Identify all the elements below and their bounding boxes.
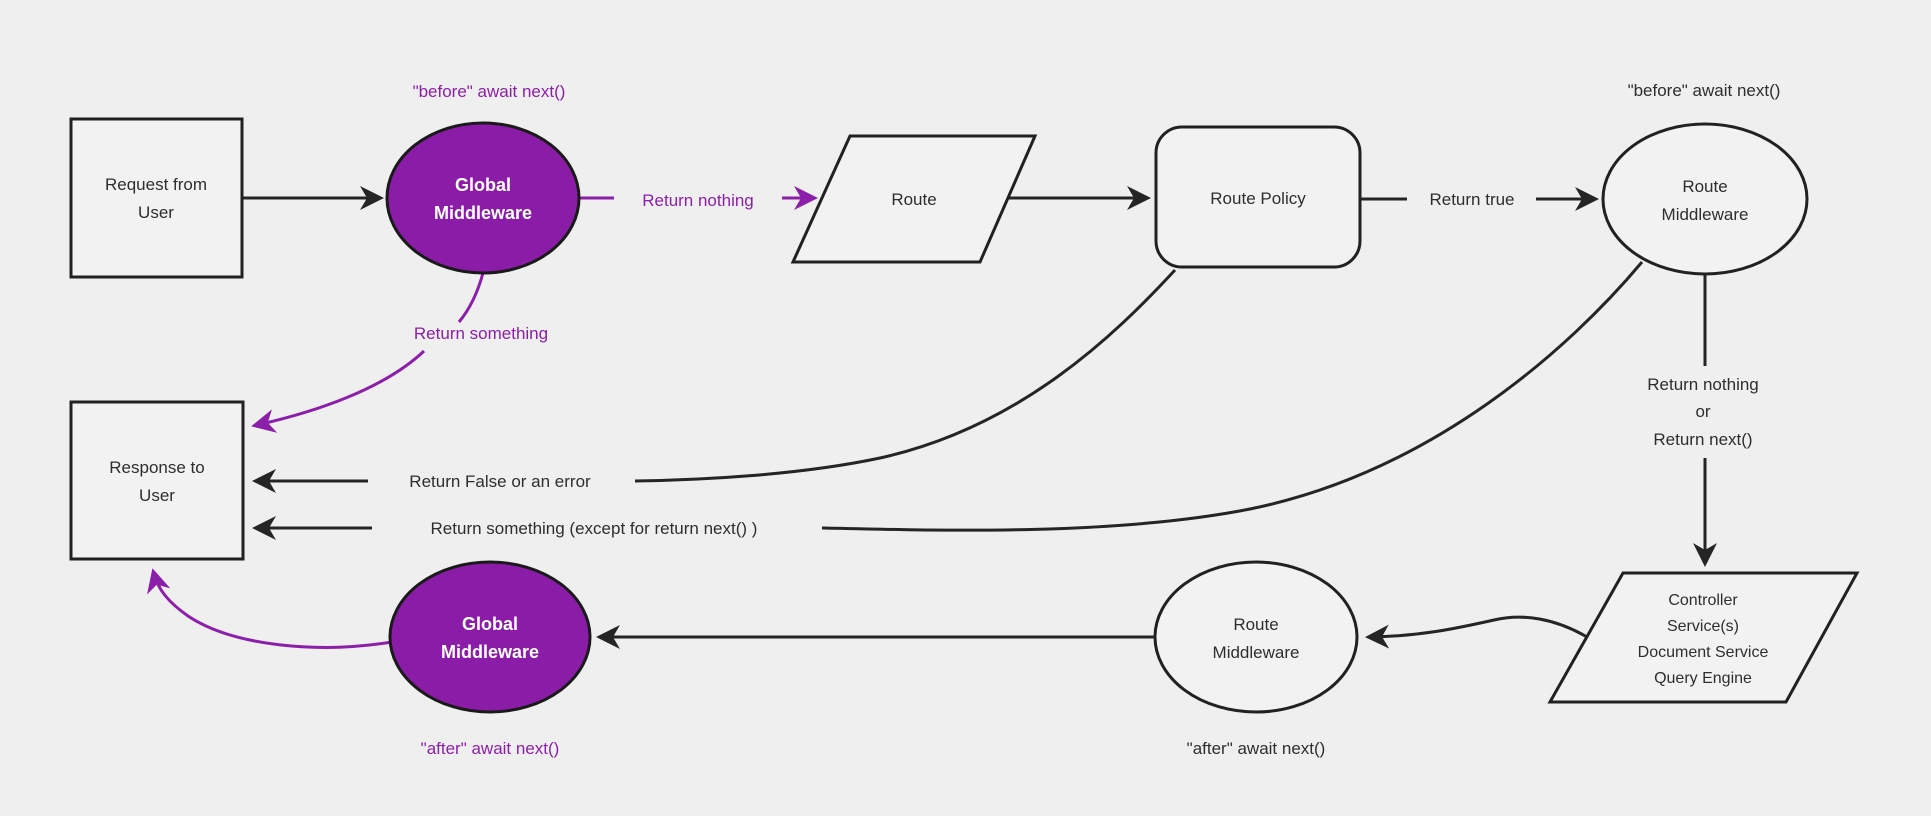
label-after-await-next-route: "after" await next(): [1187, 739, 1326, 758]
label-return-something: Return something: [414, 324, 548, 343]
label-return-nothing-or-next: Return nothing or Return next(): [1647, 375, 1759, 449]
edge-global-top-to-response-upper-segment: [457, 272, 485, 323]
node-controller-services: Controller Service(s) Document Service Q…: [1547, 571, 1860, 704]
edge-policy-to-response-curve: [634, 268, 1177, 483]
edge-controller-to-routemw-bottom: [1365, 615, 1588, 649]
edge-global-bottom-to-response: [147, 568, 393, 649]
response-to-user-box: [69, 400, 245, 561]
node-route-middleware-top: Route Middleware: [1601, 122, 1809, 276]
response-to-user-label-line1: Response to: [109, 458, 204, 477]
route-parallelogram: [790, 134, 1038, 264]
label-return-nothing: Return nothing: [642, 191, 754, 210]
global-middleware-top-label-line1: Global: [455, 175, 511, 195]
route-label: Route: [891, 190, 936, 209]
request-from-user-label-line1: Request from: [105, 175, 207, 194]
route-middleware-bottom-label-line2: Middleware: [1213, 643, 1300, 662]
global-middleware-bottom-label-line1: Global: [462, 614, 518, 634]
edge-global-top-to-response-lower-segment: [251, 349, 426, 433]
controller-services-parallelogram: [1547, 571, 1860, 704]
controller-label-line1: Controller: [1668, 592, 1738, 609]
label-return-true: Return true: [1429, 190, 1514, 209]
route-policy-label: Route Policy: [1210, 189, 1306, 208]
route-middleware-bottom-ellipse: [1153, 560, 1359, 714]
node-route-middleware-bottom: Route Middleware: [1153, 560, 1359, 714]
label-return-something-except: Return something (except for return next…: [431, 519, 758, 538]
label-return-false-or-error: Return False or an error: [409, 472, 591, 491]
response-to-user-label-line2: User: [139, 486, 175, 505]
label-return-nothing-or-line2: or: [1695, 402, 1710, 421]
route-policy-box: [1154, 125, 1362, 269]
route-middleware-top-label-line2: Middleware: [1662, 205, 1749, 224]
label-after-await-next-global: "after" await next(): [421, 739, 560, 758]
controller-label-line2: Service(s): [1667, 618, 1739, 635]
request-from-user-box: [69, 117, 244, 279]
label-before-await-next-route: "before" await next(): [1628, 81, 1781, 100]
node-global-middleware-top: Global Middleware: [385, 121, 581, 275]
route-middleware-top-ellipse: [1601, 122, 1809, 276]
controller-label-line3: Document Service: [1638, 644, 1769, 661]
request-from-user-label-line2: User: [138, 203, 174, 222]
label-before-await-next-global: "before" await next(): [413, 82, 566, 101]
label-return-nothing-or-line1: Return nothing: [1647, 375, 1759, 394]
node-route: Route: [790, 134, 1038, 264]
edge-routemw-top-to-response-curve: [821, 261, 1644, 532]
global-middleware-bottom-label-line2: Middleware: [441, 642, 539, 662]
global-middleware-bottom-ellipse: [388, 560, 592, 714]
node-global-middleware-bottom: Global Middleware: [388, 560, 592, 714]
node-request-from-user: Request from User: [69, 117, 244, 279]
node-route-policy: Route Policy: [1154, 125, 1362, 269]
global-middleware-top-ellipse: [385, 121, 581, 275]
label-return-nothing-or-line3: Return next(): [1653, 430, 1752, 449]
route-middleware-top-label-line1: Route: [1682, 177, 1727, 196]
node-response-to-user: Response to User: [69, 400, 245, 561]
global-middleware-top-label-line2: Middleware: [434, 203, 532, 223]
controller-label-line4: Query Engine: [1654, 670, 1752, 687]
route-middleware-bottom-label-line1: Route: [1233, 615, 1278, 634]
